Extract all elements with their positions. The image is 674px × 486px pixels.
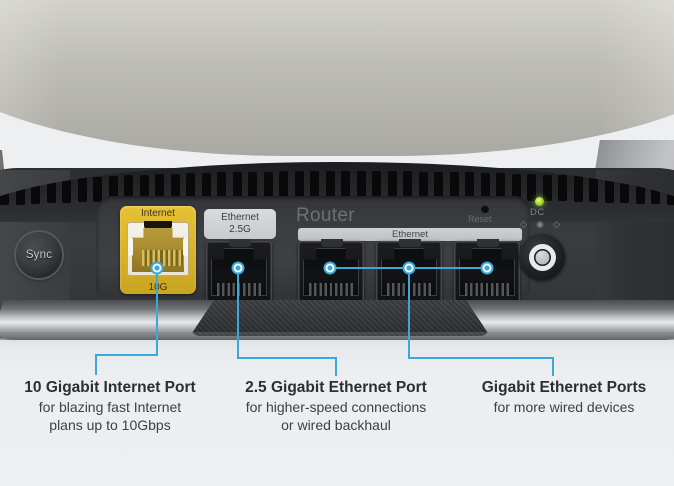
vent-slot [248, 171, 257, 201]
ethernet-2-5g-label: Ethernet 2.5G [204, 209, 276, 239]
jack-clip-left [128, 238, 133, 256]
vent-slot [589, 176, 598, 203]
dc-label: DC [530, 207, 545, 218]
base-textured-center [190, 300, 490, 336]
internet-port-label: Internet [141, 208, 175, 219]
vent-slot [217, 172, 226, 201]
reset-label: Reset [468, 214, 492, 224]
caption-subline-2: plans up to 10Gbps [49, 417, 171, 433]
vent-slot [325, 171, 335, 201]
caption-title: 2.5 Gigabit Ethernet Port [245, 379, 427, 396]
vent-slots [0, 162, 674, 222]
vent-slot [511, 173, 521, 201]
vent-slot [93, 176, 102, 202]
internet-port-speed-label: 10G [148, 282, 168, 293]
router-group-heading: Router [296, 205, 355, 226]
caption-internet-10g: 10 Gigabit Internet Port for blazing fas… [6, 378, 214, 434]
dc-polarity-icon: ◇◉◇ [520, 219, 560, 229]
jack-tab [229, 239, 251, 247]
vent-slot [108, 175, 118, 202]
vent-slot [542, 174, 552, 202]
vent-slot [279, 171, 288, 201]
dc-jack-ring [528, 243, 556, 271]
vent-slot [155, 174, 164, 201]
vent-slot [124, 175, 133, 202]
vent-slot [573, 176, 583, 202]
vent-slot [263, 171, 273, 201]
vent-slot [372, 171, 381, 201]
jack-tab [477, 239, 499, 247]
vent-slot [170, 173, 180, 201]
vent-slot [635, 179, 645, 204]
reset-pinhole[interactable] [481, 205, 489, 213]
vent-slot [387, 171, 397, 201]
ethernet-2-5g-port[interactable] [206, 239, 272, 303]
caption-gigabit-ethernet: Gigabit Ethernet Ports for more wired de… [458, 378, 670, 416]
vent-slot [15, 180, 25, 205]
vent-slot [77, 177, 87, 203]
internet-port[interactable]: Internet 10G [120, 206, 196, 294]
vent-slot [496, 173, 505, 201]
jack-cavity [132, 228, 184, 272]
jack-tab [321, 239, 343, 247]
gigabit-ethernet-port-1[interactable] [298, 239, 364, 303]
base-shadow [0, 332, 674, 348]
vent-slot [604, 177, 614, 203]
vent-slot [0, 181, 9, 206]
vent-slot [449, 172, 459, 201]
internet-port-jack [127, 221, 189, 276]
caption-title: 10 Gigabit Internet Port [24, 379, 196, 396]
caption-ethernet-2-5g: 2.5 Gigabit Ethernet Port for higher-spe… [222, 378, 450, 434]
vent-slot [558, 175, 567, 202]
jack-pins [217, 283, 261, 296]
vent-slot [403, 171, 412, 201]
vent-slot [31, 179, 40, 204]
ethernet-2-5g-label-line2: 2.5G [229, 224, 251, 235]
gigabit-ethernet-port-2[interactable] [376, 239, 442, 303]
vent-slot [666, 181, 674, 205]
caption-subline-1: for blazing fast Internet [38, 399, 182, 415]
caption-subline-2: or wired backhaul [281, 417, 391, 433]
silver-band-gloss [0, 0, 674, 156]
ethernet-2-5g-label-line1: Ethernet [221, 212, 259, 223]
caption-subline-1: for more wired devices [493, 399, 635, 415]
vent-slot [651, 180, 660, 205]
jack-tab [144, 221, 172, 229]
jack-clip-right [183, 238, 188, 256]
sync-button-label: Sync [25, 249, 53, 261]
vent-slot [232, 172, 242, 201]
dc-power-led [535, 197, 544, 206]
dc-power-jack[interactable] [519, 234, 565, 280]
dc-jack-pin [533, 248, 551, 266]
vent-slot [418, 171, 428, 201]
vent-slot [294, 171, 304, 201]
vent-slot [46, 178, 56, 204]
vent-slot [139, 174, 149, 201]
vent-slot [341, 171, 350, 201]
jack-tab [399, 239, 421, 247]
vent-slot [465, 172, 474, 201]
vent-slot [527, 174, 536, 201]
vent-slot [201, 172, 211, 201]
jack-pins [309, 283, 353, 296]
caption-title: Gigabit Ethernet Ports [481, 379, 647, 396]
vent-slot [480, 172, 490, 201]
gigabit-ethernet-port-3[interactable] [454, 239, 520, 303]
jack-pins [142, 250, 184, 266]
sync-button[interactable]: Sync [16, 232, 62, 278]
vent-slot [356, 171, 366, 201]
vent-slot [620, 178, 629, 204]
vent-slot [310, 171, 319, 201]
vent-slot [186, 173, 195, 201]
ethernet-group-bar: Ethernet [298, 228, 522, 241]
vent-slot [62, 178, 71, 203]
caption-subline-1: for higher-speed connections [245, 399, 427, 415]
jack-pins [465, 283, 509, 296]
ethernet-group-bar-label: Ethernet [392, 229, 428, 240]
jack-pins [387, 283, 431, 296]
vent-slot [434, 171, 443, 201]
